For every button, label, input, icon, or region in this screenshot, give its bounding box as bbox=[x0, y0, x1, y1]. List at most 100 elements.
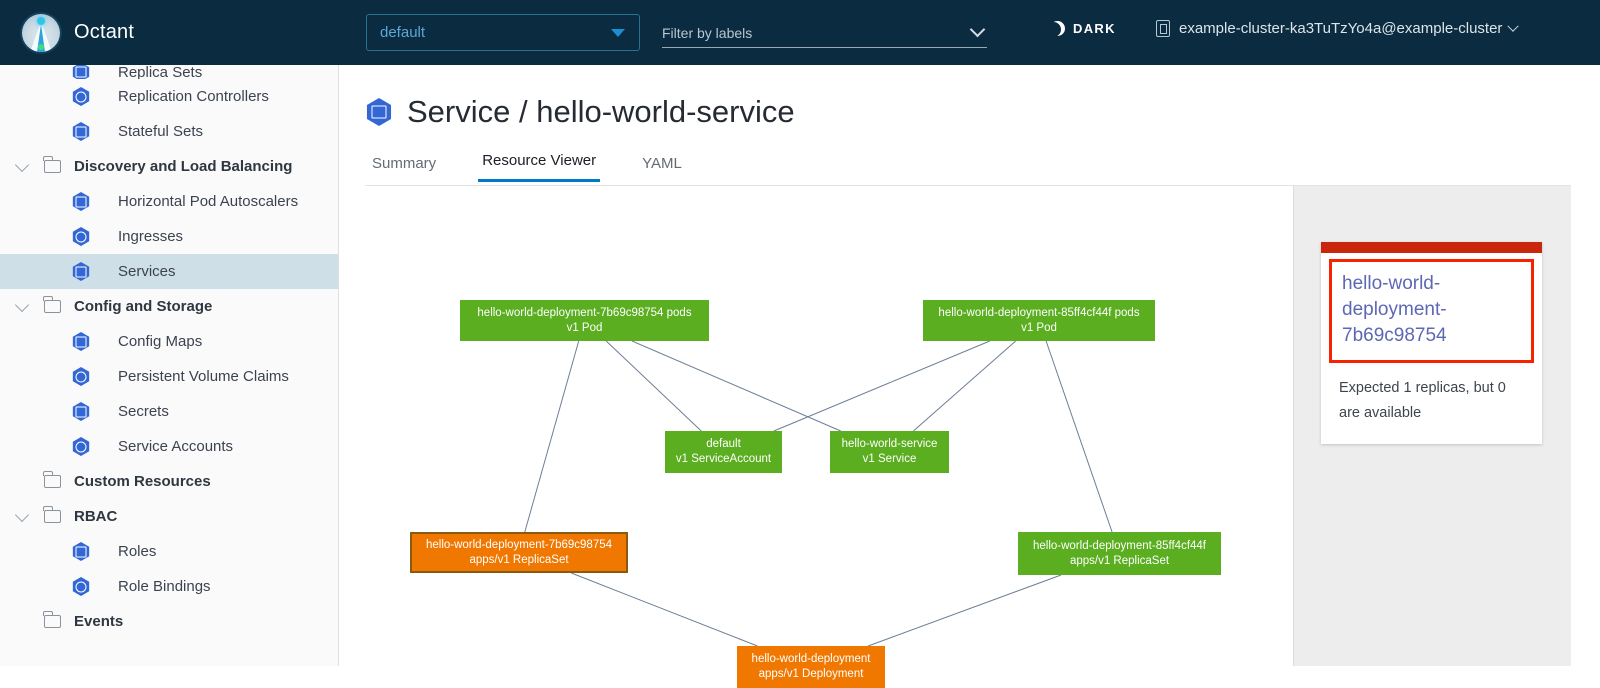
chevron-down-icon bbox=[611, 28, 625, 37]
folder-icon bbox=[43, 296, 61, 313]
expand-toggle bbox=[0, 297, 44, 314]
graph-edge bbox=[1045, 340, 1113, 533]
graph-node-name: hello-world-deployment bbox=[751, 653, 871, 665]
sidebar-item-config-maps[interactable]: Config Maps bbox=[0, 324, 338, 359]
chevron-down-icon[interactable] bbox=[14, 507, 30, 522]
icon-slot bbox=[44, 192, 118, 211]
graph-node-kind: v1 ServiceAccount bbox=[675, 453, 772, 465]
sidebar-item-custom-resources[interactable]: Custom Resources bbox=[0, 464, 338, 499]
sidebar-item-persistent-volume-claims[interactable]: Persistent Volume Claims bbox=[0, 359, 338, 394]
detail-panel: hello-world-deployment-7b69c98754 Expect… bbox=[1293, 186, 1571, 666]
graph-node-name: hello-world-deployment-85ff4cf44f bbox=[1032, 539, 1207, 552]
k8s-pvc-icon bbox=[72, 367, 90, 386]
sidebar-scrollbar[interactable] bbox=[334, 65, 337, 666]
folder-slot bbox=[43, 296, 74, 313]
sidebar-item-replication-controllers[interactable]: Replication Controllers bbox=[0, 79, 338, 114]
tab-resource-viewer[interactable]: Resource Viewer bbox=[478, 152, 601, 182]
namespace-value: default bbox=[380, 24, 426, 41]
status-card[interactable]: hello-world-deployment-7b69c98754 Expect… bbox=[1321, 242, 1542, 444]
graph-node-kind: apps/v1 ReplicaSet bbox=[469, 553, 569, 566]
cluster-selector[interactable]: example-cluster-ka3TuTzYo4a@example-clus… bbox=[1156, 20, 1520, 37]
filter-by-labels-input[interactable]: Filter by labels bbox=[662, 18, 987, 48]
icon-slot bbox=[44, 87, 118, 106]
icon-slot bbox=[44, 332, 118, 351]
filter-placeholder: Filter by labels bbox=[662, 24, 753, 41]
sidebar-item-label: Horizontal Pod Autoscalers bbox=[118, 193, 299, 210]
graph-edge bbox=[605, 340, 702, 432]
page-title-text: Service / hello-world-service bbox=[407, 94, 795, 129]
icon-slot bbox=[44, 227, 118, 246]
sidebar-item-role-bindings[interactable]: Role Bindings bbox=[0, 569, 338, 604]
chevron-down-icon[interactable] bbox=[14, 297, 30, 312]
sidebar-item-horizontal-pod-autoscalers[interactable]: Horizontal Pod Autoscalers bbox=[0, 184, 338, 219]
k8s-service-icon bbox=[72, 262, 90, 281]
sidebar-item-label: Services bbox=[118, 263, 176, 280]
graph-node-kind: v1 Pod bbox=[566, 321, 603, 334]
sidebar-item-stateful-sets[interactable]: Stateful Sets bbox=[0, 114, 338, 149]
sidebar-item-ingresses[interactable]: Ingresses bbox=[0, 219, 338, 254]
chevron-down-icon bbox=[969, 21, 986, 38]
expand-toggle bbox=[0, 507, 44, 524]
folder-icon bbox=[43, 611, 61, 628]
graph-edge bbox=[524, 340, 580, 533]
folder-slot bbox=[43, 611, 74, 628]
k8s-service-icon bbox=[366, 98, 392, 126]
folder-slot bbox=[43, 156, 74, 173]
graph-node-name: hello-world-deployment-7b69c98754 bbox=[425, 538, 613, 551]
resource-graph[interactable]: hello-world-deployment-7b69c98754 pods v1… bbox=[365, 186, 1293, 688]
sidebar-item-config-and-storage[interactable]: Config and Storage bbox=[0, 289, 338, 324]
graph-node-name: hello-world-deployment-7b69c98754 pods bbox=[477, 306, 692, 319]
cluster-icon bbox=[1156, 20, 1170, 37]
sidebar-item-label: Secrets bbox=[118, 403, 169, 420]
icon-slot bbox=[44, 122, 118, 141]
octant-logo-icon bbox=[22, 13, 60, 52]
sidebar-item-services[interactable]: Services bbox=[0, 254, 338, 289]
theme-toggle-label: DARK bbox=[1073, 21, 1116, 36]
status-card-title-box[interactable]: hello-world-deployment-7b69c98754 bbox=[1329, 259, 1534, 363]
sidebar-item-replica-sets[interactable]: Replica Sets bbox=[0, 65, 338, 79]
sidebar-item-label: Events bbox=[74, 613, 124, 630]
k8s-replicaset-icon bbox=[72, 65, 90, 79]
sidebar-item-events[interactable]: Events bbox=[0, 604, 338, 639]
theme-toggle[interactable]: DARK bbox=[1050, 21, 1116, 36]
status-card-title-link[interactable]: hello-world-deployment-7b69c98754 bbox=[1342, 273, 1447, 346]
sidebar-item-label: RBAC bbox=[74, 508, 118, 525]
brand[interactable]: Octant bbox=[22, 13, 135, 52]
graph-edge bbox=[913, 340, 1017, 432]
chevron-down-icon[interactable] bbox=[14, 157, 30, 172]
tab-yaml[interactable]: YAML bbox=[642, 155, 682, 172]
k8s-rolebinding-icon bbox=[72, 577, 90, 596]
sidebar-item-secrets[interactable]: Secrets bbox=[0, 394, 338, 429]
k8s-role-icon bbox=[72, 542, 90, 561]
brand-name: Octant bbox=[74, 21, 135, 43]
graph-node-rs-7b69[interactable]: hello-world-deployment-7b69c98754 apps/v1… bbox=[410, 532, 628, 573]
sidebar-item-label: Persistent Volume Claims bbox=[118, 368, 289, 385]
sidebar-item-discovery-and-load-balancing[interactable]: Discovery and Load Balancing bbox=[0, 149, 338, 184]
graph-node-serviceaccount[interactable]: default v1 ServiceAccount bbox=[665, 431, 782, 473]
namespace-select[interactable]: default bbox=[366, 14, 640, 51]
k8s-replicationcontroller-icon bbox=[72, 87, 90, 106]
tab-divider bbox=[365, 185, 1571, 186]
graph-edges bbox=[524, 340, 1113, 647]
tab-summary[interactable]: Summary bbox=[372, 155, 437, 172]
sidebar-item-label: Roles bbox=[118, 543, 157, 560]
k8s-serviceaccount-icon bbox=[72, 437, 90, 456]
resource-viewer: hello-world-deployment-7b69c98754 pods v1… bbox=[365, 186, 1571, 688]
folder-icon bbox=[43, 506, 61, 523]
sidebar-item-rbac[interactable]: RBAC bbox=[0, 499, 338, 534]
graph-node-pod-7b69[interactable]: hello-world-deployment-7b69c98754 pods v1… bbox=[460, 300, 709, 341]
sidebar-item-label: Role Bindings bbox=[118, 578, 211, 595]
sidebar-item-roles[interactable]: Roles bbox=[0, 534, 338, 569]
sidebar-item-label: Config Maps bbox=[118, 333, 203, 350]
status-card-accent-bar bbox=[1321, 242, 1542, 253]
sidebar-item-label: Replica Sets bbox=[118, 65, 203, 79]
status-card-message: Expected 1 replicas, but 0 are available bbox=[1339, 380, 1506, 421]
sidebar-item-service-accounts[interactable]: Service Accounts bbox=[0, 429, 338, 464]
graph-node-name: default bbox=[706, 438, 741, 450]
